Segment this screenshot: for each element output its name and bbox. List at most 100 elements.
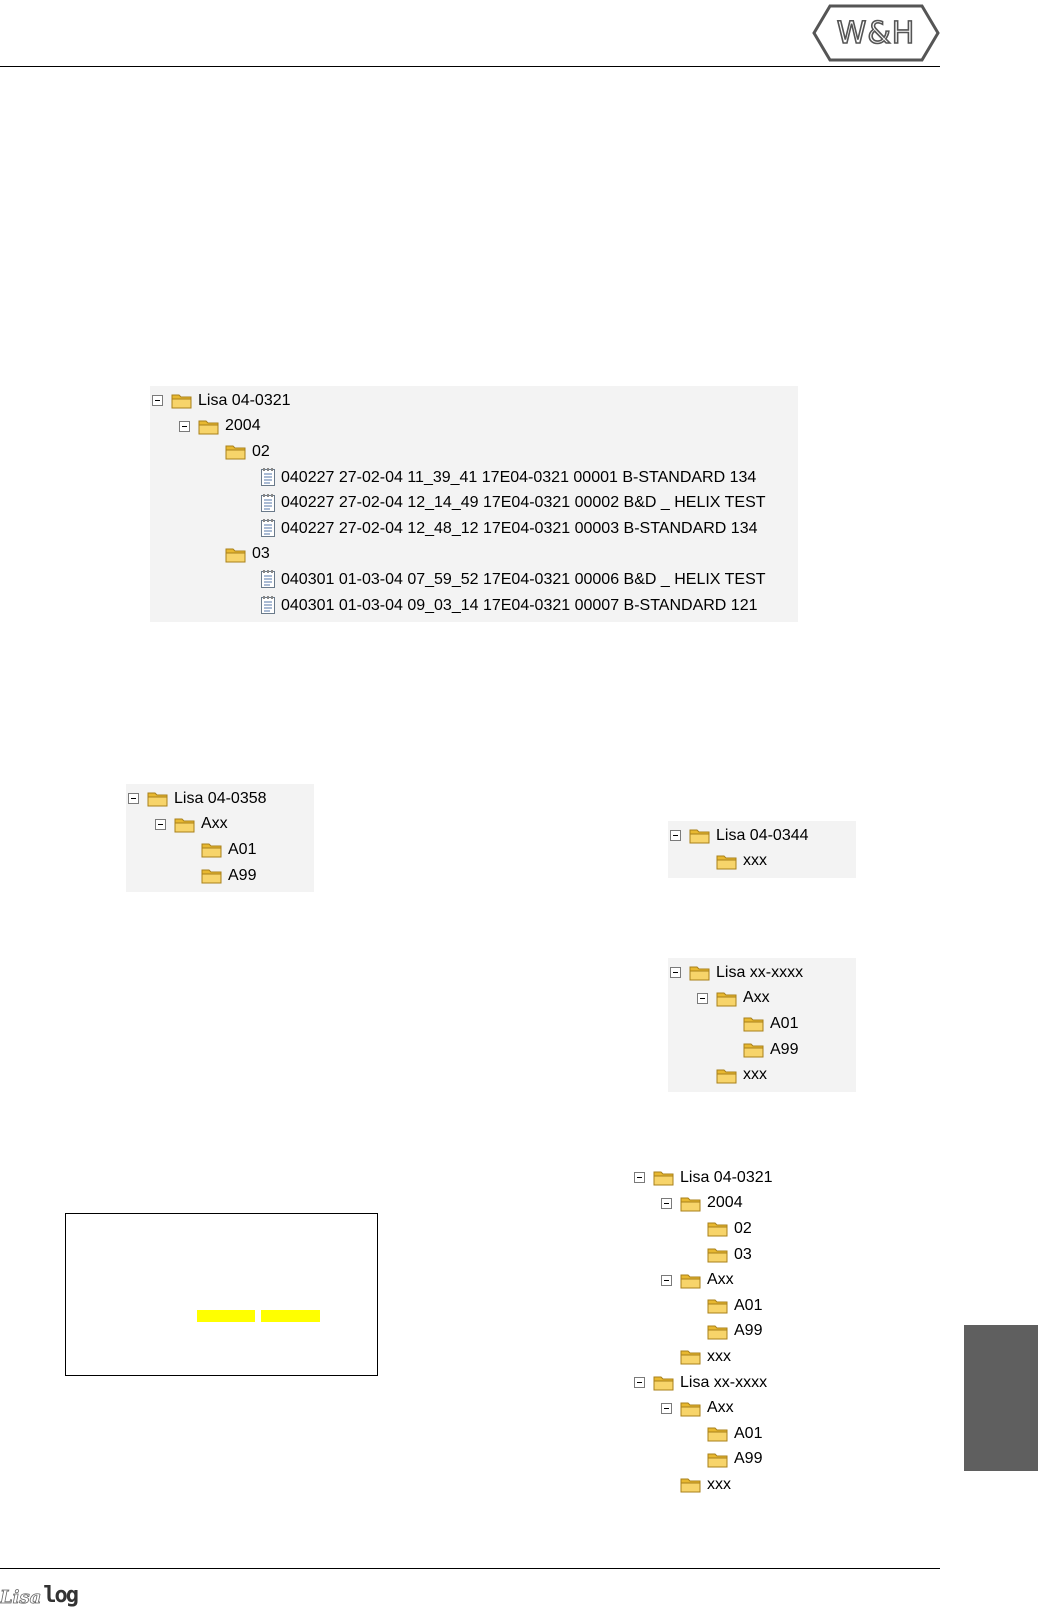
collapse-toggle-icon[interactable]: [634, 1377, 645, 1389]
tree-node[interactable]: Lisa xx-xxxx: [670, 960, 850, 986]
folder-icon: [198, 418, 220, 435]
tree-node-label: xxx: [707, 1475, 731, 1493]
folder-icon: [743, 1041, 765, 1058]
document-file-icon: [260, 519, 276, 538]
tree-lisa-04-0344: Lisa 04-0344 xxx: [668, 821, 856, 879]
tree-node[interactable]: A99: [670, 1037, 850, 1063]
tree-node[interactable]: 040227 27-02-04 12_48_12 17E04-0321 0000…: [152, 516, 792, 542]
collapse-toggle-icon[interactable]: [152, 395, 163, 407]
document-file-icon: [260, 493, 276, 513]
tree-node[interactable]: 040301 01-03-04 07_59_52 17E04-0321 0000…: [152, 567, 792, 593]
tree-node[interactable]: 2004: [152, 414, 792, 440]
folder-icon: [743, 1015, 765, 1032]
tree-node-label: Lisa 04-0321: [198, 391, 291, 409]
tree-node-label: A99: [228, 866, 257, 884]
tree-node-label: xxx: [707, 1347, 731, 1365]
wh-logo-badge: [812, 4, 940, 62]
tree-node-label: A99: [770, 1040, 799, 1058]
tree-node[interactable]: A01: [128, 837, 308, 863]
tree-node[interactable]: A01: [634, 1293, 854, 1319]
tree-node-label: Lisa xx-xxxx: [680, 1373, 768, 1391]
tree-node[interactable]: Lisa 04-0344: [670, 823, 850, 849]
tree-node-label: 040227 27-02-04 11_39_41 17E04-0321 0000…: [281, 468, 757, 486]
tree-node[interactable]: A99: [634, 1319, 854, 1345]
tree-node-label: xxx: [743, 852, 767, 870]
tree-node[interactable]: xxx: [634, 1472, 854, 1498]
wh-logo-text: W&H: [836, 15, 916, 52]
tree-node[interactable]: xxx: [670, 1062, 850, 1088]
tree-node[interactable]: 040227 27-02-04 12_14_49 17E04-0321 0000…: [152, 490, 792, 516]
tree-node-label: Lisa 04-0358: [174, 789, 267, 807]
collapse-toggle-icon[interactable]: [155, 818, 166, 830]
tree-node[interactable]: 03: [152, 542, 792, 568]
tree-node-label: 040227 27-02-04 12_14_49 17E04-0321 0000…: [281, 494, 766, 512]
folder-icon: [716, 1067, 738, 1084]
tree-node-label: 03: [252, 545, 270, 563]
tree-node[interactable]: 040227 27-02-04 11_39_41 17E04-0321 0000…: [152, 465, 792, 491]
document-file-icon: [260, 570, 276, 589]
tree-node[interactable]: A01: [670, 1011, 850, 1037]
footer-logo-lisa: Lisa: [0, 1587, 42, 1609]
tree-node[interactable]: A99: [128, 863, 308, 889]
folder-icon: [653, 1169, 675, 1186]
footer-divider: [0, 1568, 940, 1569]
tree-node[interactable]: 040301 01-03-04 09_03_14 17E04-0321 0000…: [152, 593, 792, 619]
folder-icon: [147, 790, 169, 807]
tree-node[interactable]: Axx: [634, 1267, 854, 1293]
tree-node-label: 02: [252, 442, 270, 460]
tree-node[interactable]: 02: [634, 1216, 854, 1242]
collapse-toggle-icon[interactable]: [634, 1172, 645, 1184]
tree-node[interactable]: Axx: [670, 986, 850, 1012]
tree-node[interactable]: A01: [634, 1421, 854, 1447]
folder-icon: [716, 853, 738, 870]
folder-icon: [707, 1220, 729, 1237]
folder-icon: [653, 1374, 675, 1391]
tree-node[interactable]: 02: [152, 439, 792, 465]
collapse-toggle-icon[interactable]: [661, 1274, 672, 1286]
collapse-toggle-icon[interactable]: [128, 793, 139, 805]
tree-node-label: A99: [734, 1450, 763, 1468]
folder-icon: [680, 1348, 702, 1365]
tree-node-label: xxx: [743, 1066, 767, 1084]
folder-icon: [689, 964, 711, 981]
tree-node[interactable]: Lisa 04-0321: [634, 1165, 854, 1191]
folder-icon: [707, 1425, 729, 1442]
collapse-toggle-icon[interactable]: [697, 992, 708, 1004]
tree-node-label: Axx: [743, 989, 770, 1007]
tree-node[interactable]: xxx: [670, 849, 850, 875]
tree-node-label: A01: [734, 1424, 763, 1442]
tree-node-label: 040301 01-03-04 07_59_52 17E04-0321 0000…: [281, 570, 766, 588]
tree-node-label: Lisa xx-xxxx: [716, 963, 804, 981]
footer-logo-log: log: [43, 1583, 79, 1608]
collapse-toggle-icon[interactable]: [670, 830, 681, 842]
tree-node-label: A01: [734, 1296, 763, 1314]
tree-node[interactable]: 2004: [634, 1191, 854, 1217]
collapse-toggle-icon[interactable]: [670, 967, 681, 979]
tree-node[interactable]: Axx: [128, 812, 308, 838]
folder-icon: [707, 1246, 729, 1263]
tree-node[interactable]: Axx: [634, 1395, 854, 1421]
tree-node[interactable]: 03: [634, 1242, 854, 1268]
collapse-toggle-icon[interactable]: [661, 1197, 672, 1209]
tree-node-label: 040301 01-03-04 09_03_14 17E04-0321 0000…: [281, 596, 758, 614]
collapse-toggle-icon[interactable]: [661, 1402, 672, 1414]
tree-node[interactable]: xxx: [634, 1344, 854, 1370]
tree-node-label: 040227 27-02-04 12_48_12 17E04-0321 0000…: [281, 519, 758, 537]
folder-icon: [174, 816, 196, 833]
folder-icon: [680, 1195, 702, 1212]
tree-node[interactable]: Lisa xx-xxxx: [634, 1370, 854, 1396]
header-divider: [0, 66, 940, 67]
figure-frame: [65, 1213, 378, 1376]
collapse-toggle-icon[interactable]: [179, 420, 190, 432]
tree-lisa-04-0321-files: Lisa 04-0321 2004 02 040227 27-02-04 11_39_…: [150, 386, 798, 623]
tree-node-label: 02: [734, 1219, 752, 1237]
document-file-icon: [260, 596, 276, 615]
document-file-icon: [260, 468, 276, 487]
tree-node[interactable]: Lisa 04-0321: [152, 388, 792, 414]
tree-node-label: Axx: [201, 815, 228, 833]
tree-node[interactable]: A99: [634, 1447, 854, 1473]
folder-icon: [689, 827, 711, 844]
tree-node[interactable]: Lisa 04-0358: [128, 786, 308, 812]
